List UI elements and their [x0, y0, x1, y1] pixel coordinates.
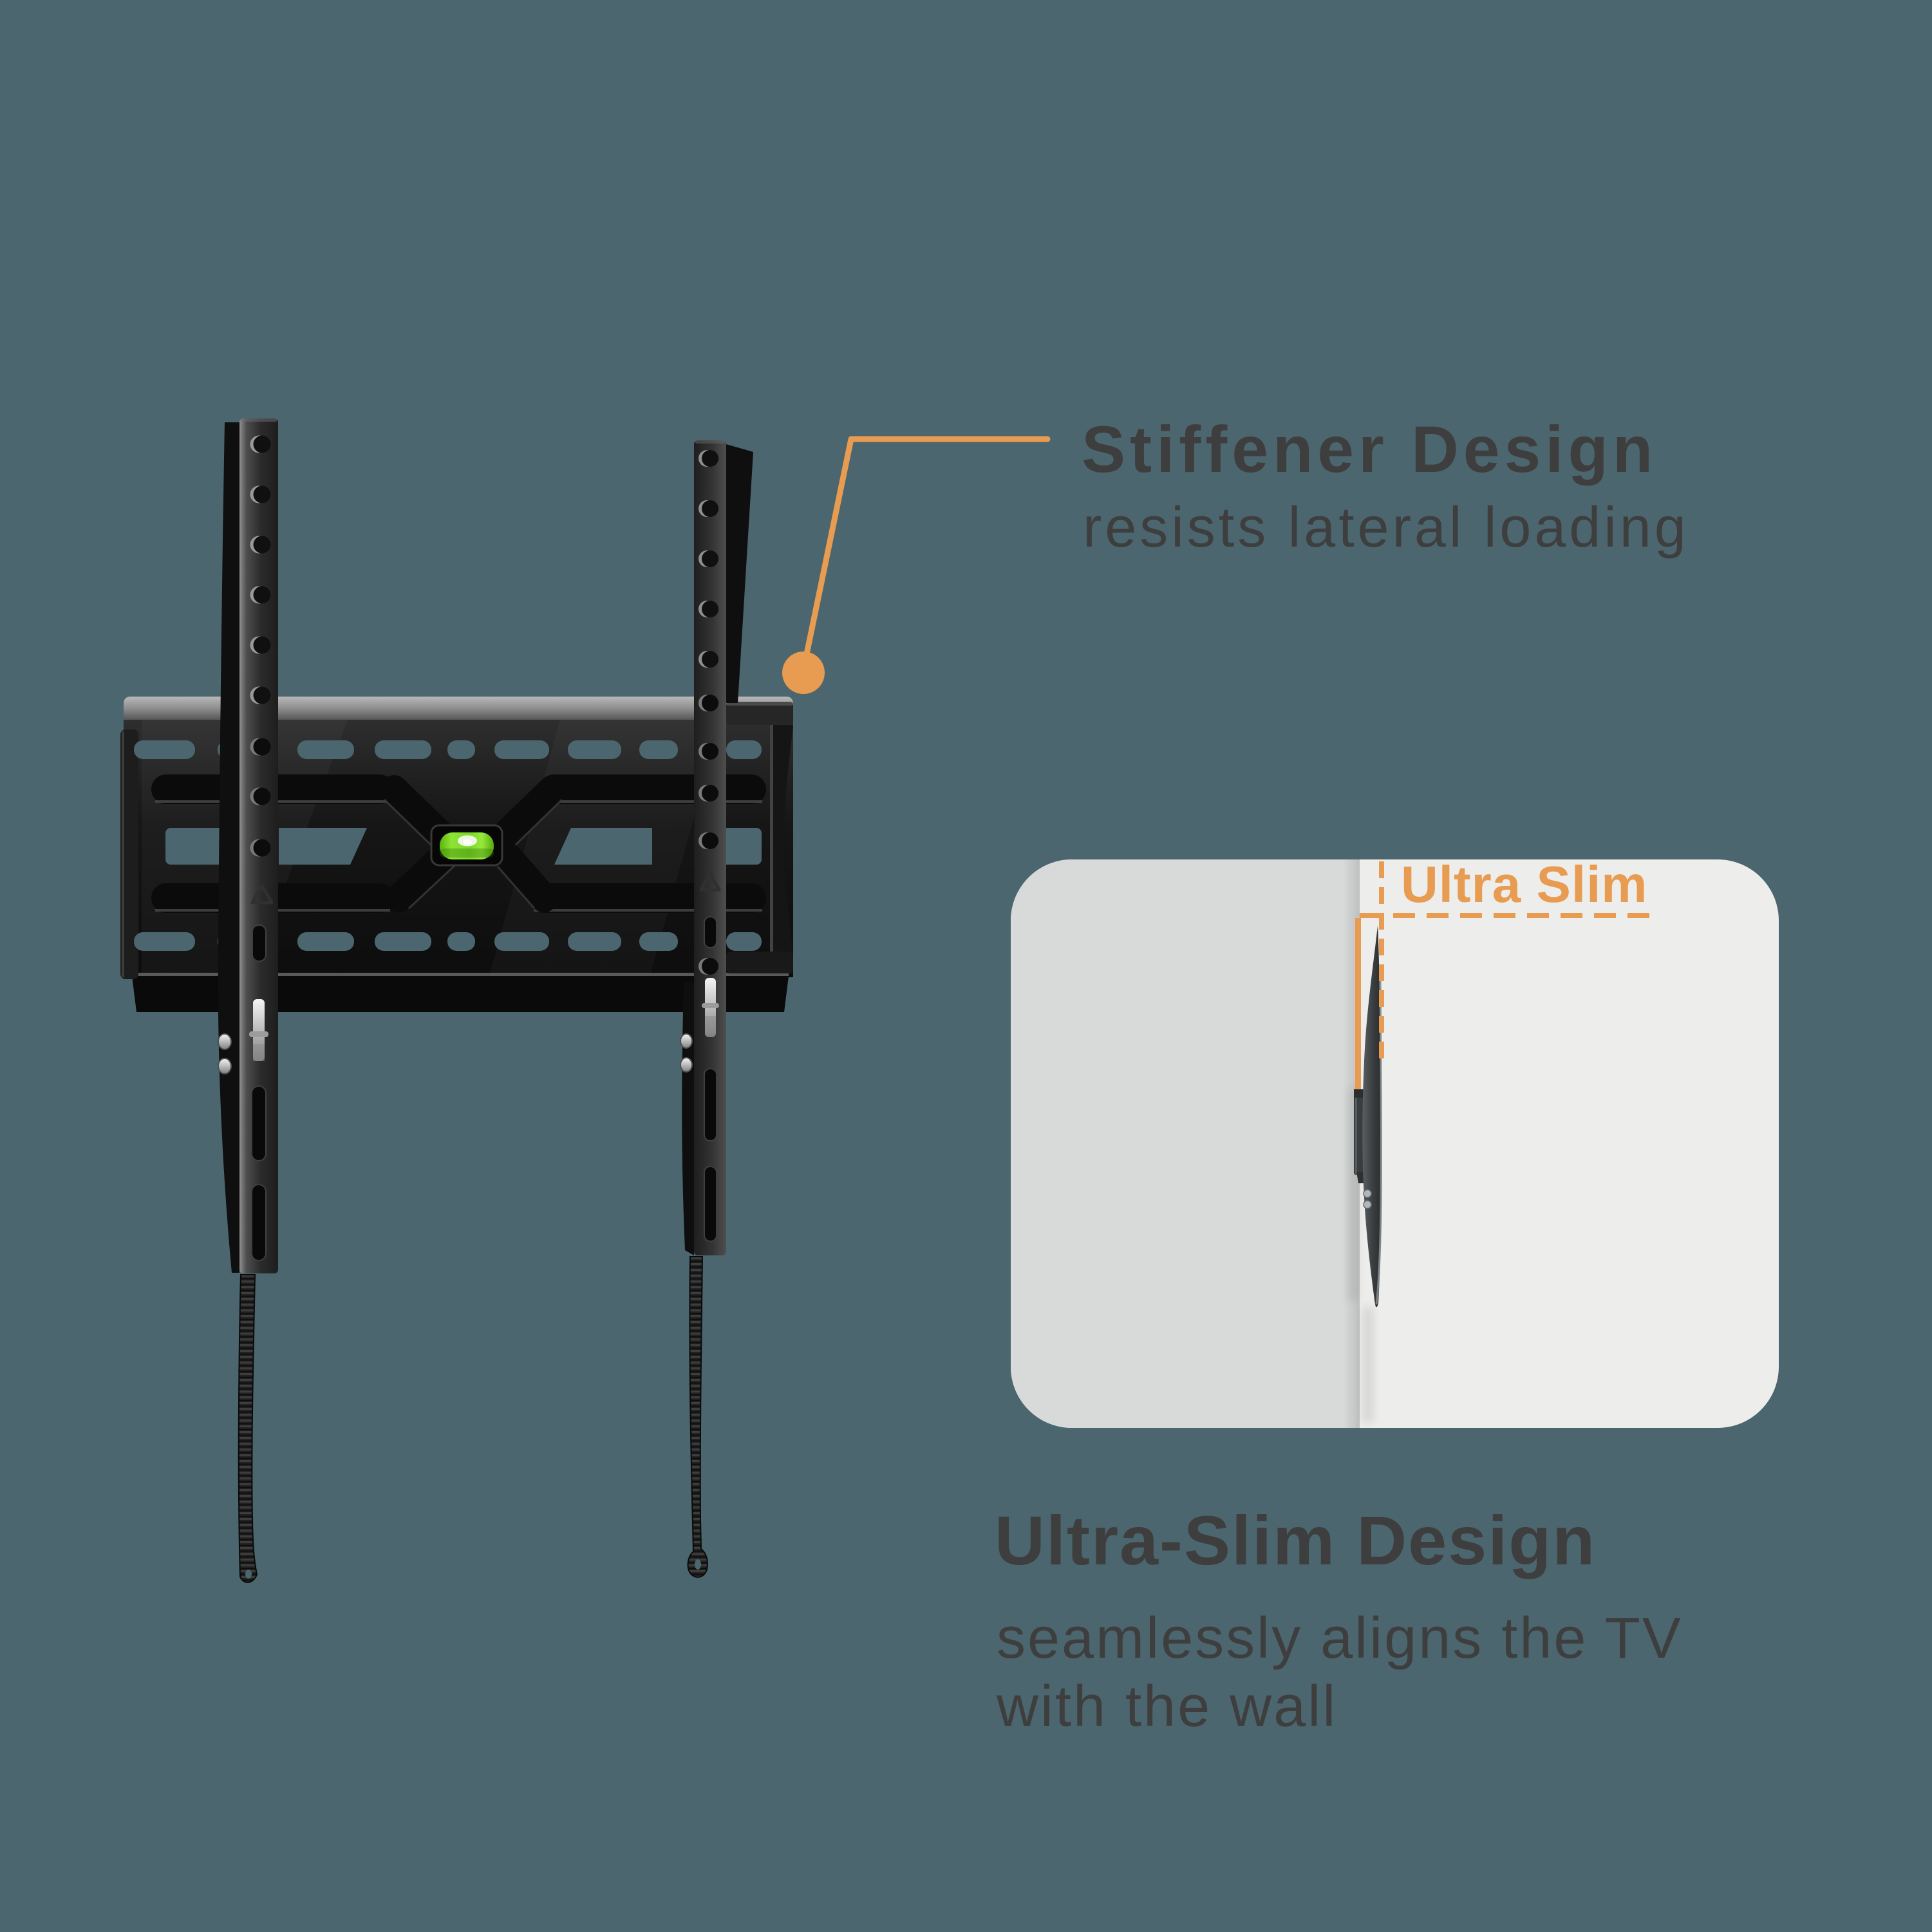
left-rail-screws [218, 1033, 232, 1074]
left-vesa-rail [218, 418, 278, 1273]
plate-slot-row-top [134, 740, 762, 759]
stiffener-subtitle: resists lateral loading [1083, 495, 1689, 559]
ultra-slim-label: Ultra Slim [1401, 856, 1648, 913]
safety-strap-right [687, 1256, 708, 1578]
plate-top-bevel [124, 697, 793, 722]
plate-right-stiffener [726, 702, 793, 973]
right-vesa-rail [680, 440, 753, 1255]
strap-end-hole [245, 1570, 252, 1579]
ultra-slim-title: Ultra-Slim Design [995, 1501, 1597, 1579]
stiffener-title: Stiffener Design [1082, 413, 1658, 486]
ultra-slim-subtitle: seamlessly aligns the TV with the wall [997, 1604, 1683, 1741]
screw-icon [680, 1057, 693, 1073]
bubble-level [430, 824, 503, 867]
callout-line [800, 436, 1051, 673]
brand-triangle-logo-left [250, 884, 274, 905]
plate-bottom-lip [132, 976, 789, 1012]
right-rail-screws [680, 1033, 693, 1073]
callout-dot [782, 652, 825, 694]
ultra-slim-subtitle-line1: seamlessly aligns the TV [997, 1606, 1683, 1671]
strap-end-hole [695, 1559, 701, 1570]
screw-icon [218, 1033, 232, 1050]
right-rail-holes [699, 450, 718, 849]
screw-icon [1363, 1189, 1372, 1198]
ultra-slim-subtitle-line2: with the wall [997, 1674, 1338, 1739]
plate-left-cap [120, 729, 138, 979]
left-rail-side-face [218, 422, 239, 1273]
left-rail-lock-pin [249, 999, 268, 1061]
wall-line-solid [1355, 918, 1361, 1102]
right-rail-lock-pin [702, 978, 719, 1037]
safety-strap-left [238, 1274, 258, 1583]
tv-side-profile [1362, 926, 1382, 1308]
wall-surface [1011, 859, 1360, 1428]
inset-panel [1011, 859, 1779, 1428]
plate-slot-row-bottom [134, 932, 762, 951]
callout-connector [782, 436, 1051, 694]
left-rail-holes [250, 435, 271, 857]
right-rail-side-face [726, 444, 753, 703]
brand-triangle-logo-right [699, 872, 721, 892]
screw-icon [1363, 1200, 1372, 1209]
screw-icon [680, 1033, 693, 1049]
tv-shadow [1363, 1307, 1373, 1423]
screw-icon [218, 1058, 232, 1074]
